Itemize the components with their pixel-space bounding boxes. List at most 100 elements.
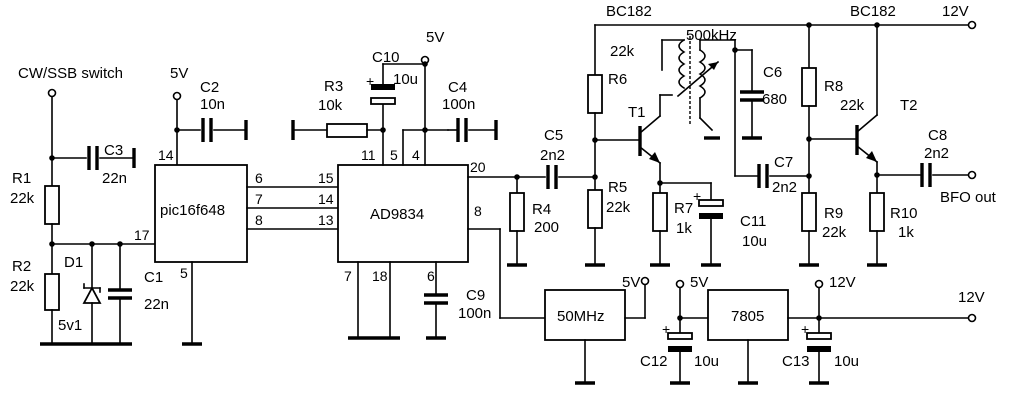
- r4-name: R4: [532, 201, 551, 218]
- v12-right-label: 12V: [958, 289, 985, 306]
- t2-stage: [799, 22, 977, 267]
- reg-label: 7805: [731, 308, 764, 325]
- pin-dds-8: 8: [474, 203, 482, 219]
- oscillator-50mhz: [544, 289, 626, 341]
- bc182-t2-label: BC182: [850, 3, 896, 20]
- r4-value: 200: [534, 219, 559, 236]
- d1-value: 5v1: [58, 317, 82, 334]
- regulator-7805: [707, 289, 789, 341]
- r3-name: R3: [324, 78, 343, 95]
- pin-pic-17: 17: [134, 227, 150, 243]
- r2-name: R2: [12, 258, 31, 275]
- bc182-t1-label: BC182: [606, 3, 652, 20]
- c6-value: 680: [762, 91, 787, 108]
- pic-section: [154, 91, 339, 346]
- c8-value: 2n2: [924, 145, 949, 162]
- pin-pic-5: 5: [180, 265, 188, 281]
- switch-input-section: [40, 88, 156, 346]
- transformer-primary: [678, 38, 686, 90]
- r5-value: 22k: [606, 199, 631, 216]
- v12-top-label: 12V: [942, 3, 969, 20]
- r6-name: R6: [608, 71, 627, 88]
- c9-value: 100n: [458, 305, 491, 322]
- pin-dds-20: 20: [470, 159, 486, 175]
- bfo-out-terminal: [967, 170, 977, 180]
- r1-name: R1: [12, 170, 31, 187]
- c5-name: C5: [544, 127, 563, 144]
- c4-name: C4: [448, 79, 467, 96]
- c10-value: 10u: [393, 71, 418, 88]
- v5-reg-label: 5V: [690, 274, 708, 291]
- c10-electrolytic: [370, 97, 396, 105]
- c13-name: C13: [782, 353, 810, 370]
- c11-name: C11: [740, 213, 766, 230]
- c6-name: C6: [763, 64, 782, 81]
- c12-name: C12: [640, 353, 668, 370]
- svg-text:+: +: [366, 73, 374, 89]
- power-osc-section: + +: [544, 276, 977, 385]
- c3-name: C3: [104, 142, 123, 159]
- svg-text:+: +: [662, 321, 670, 337]
- r1-resistor: [44, 185, 60, 225]
- freq-500k-label: 500kHz: [686, 27, 737, 44]
- r2-value: 22k: [10, 278, 35, 295]
- t2-name: T2: [900, 97, 918, 114]
- r8-resistor: [801, 67, 817, 107]
- transformer-tuning-arrow: [676, 60, 720, 98]
- v5-c10-label: 5V: [426, 29, 444, 46]
- ad9834-ic: [337, 164, 469, 263]
- dds-section: +: [291, 55, 596, 340]
- pin-dds-18: 18: [372, 268, 388, 284]
- r9-resistor: [801, 192, 817, 232]
- c1-value: 22n: [144, 296, 169, 313]
- c12-value: 10u: [694, 353, 719, 370]
- r3-value: 10k: [318, 97, 343, 114]
- pin-pic-6: 6: [255, 170, 263, 186]
- pin-pic-14: 14: [158, 147, 174, 163]
- c9-name: C9: [466, 287, 485, 304]
- c4-value: 100n: [442, 96, 475, 113]
- c5-value: 2n2: [540, 147, 565, 164]
- pin-dds-13: 13: [318, 212, 334, 228]
- switch-terminal: [47, 88, 57, 98]
- r10-resistor: [869, 192, 885, 232]
- v5-osc-label: 5V: [622, 274, 640, 291]
- t1-stage: +: [585, 20, 977, 267]
- bfo-out-label: BFO out: [940, 189, 997, 206]
- d1-name: D1: [64, 254, 83, 271]
- c3-value: 22n: [102, 170, 127, 187]
- c7-value: 2n2: [772, 179, 797, 196]
- r9-value: 22k: [822, 224, 847, 241]
- r3-resistor: [326, 123, 368, 138]
- cw-ssb-switch-label: CW/SSB switch: [18, 65, 123, 82]
- c11-value: 10u: [742, 233, 767, 250]
- pin-pic-7: 7: [255, 191, 263, 207]
- c13-value: 10u: [834, 353, 859, 370]
- r7-value: 1k: [676, 220, 692, 237]
- osc-label: 50MHz: [557, 308, 605, 325]
- pic-label: pic16f648: [160, 202, 225, 219]
- pin-dds-5: 5: [390, 147, 398, 163]
- r4-resistor: [509, 192, 525, 232]
- c2-name: C2: [200, 79, 219, 96]
- r8-name: R8: [824, 78, 843, 95]
- r10-value: 1k: [898, 224, 914, 241]
- c10-name: C10: [372, 49, 400, 66]
- pin-dds-11: 11: [361, 147, 376, 163]
- r1-value: 22k: [10, 190, 35, 207]
- r5-name: R5: [608, 179, 627, 196]
- pin-dds-7: 7: [344, 268, 352, 284]
- r6-value: 22k: [610, 43, 635, 60]
- dds-label: AD9834: [370, 206, 424, 223]
- v12-reg-label: 12V: [829, 274, 856, 291]
- pin-dds-15: 15: [318, 170, 334, 186]
- r9-name: R9: [824, 205, 843, 222]
- c2-value: 10n: [200, 96, 225, 113]
- pin-dds-4: 4: [412, 147, 420, 163]
- v5-c2-label: 5V: [170, 65, 188, 82]
- r8-value: 22k: [840, 97, 865, 114]
- c13-electrolytic: [806, 332, 832, 340]
- c1-name: C1: [144, 269, 163, 286]
- r7-name: R7: [674, 200, 693, 217]
